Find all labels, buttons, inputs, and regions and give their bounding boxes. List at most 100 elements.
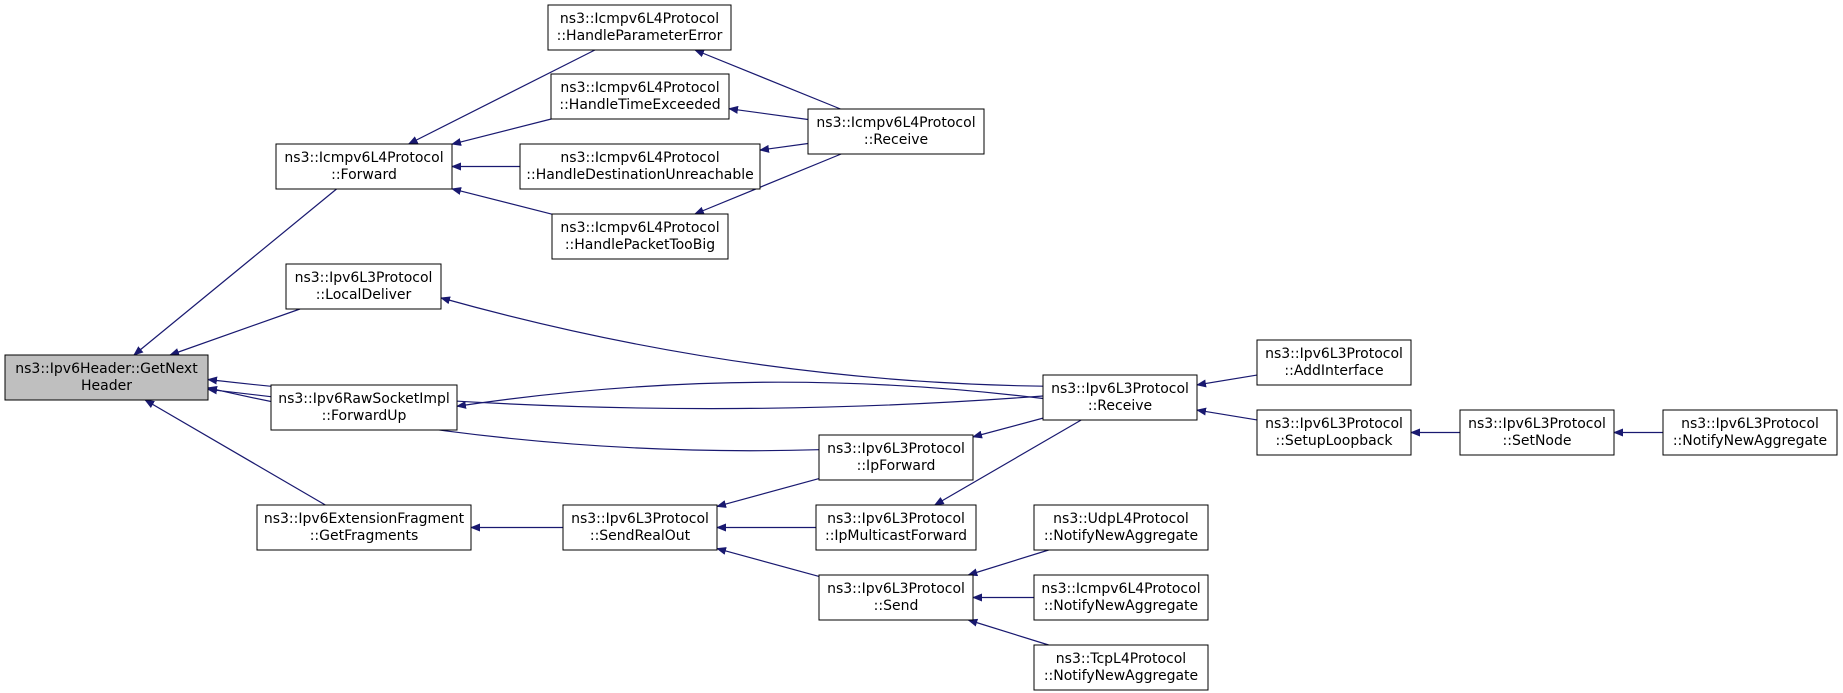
node-label-line: ns3::Icmpv6L4Protocol bbox=[560, 220, 719, 236]
node-destunreach[interactable]: ns3::Icmpv6L4Protocol::HandleDestination… bbox=[519, 143, 761, 190]
node-localdeliver[interactable]: ns3::Ipv6L3Protocol::LocalDeliver bbox=[285, 263, 442, 310]
edge-icmp_receive-to-timeexceeded bbox=[728, 105, 809, 121]
node-box bbox=[818, 434, 974, 481]
edge-ipv6_receive-to-localdeliver bbox=[440, 296, 1044, 387]
node-label-line: ns3::TcpL4Protocol bbox=[1056, 651, 1186, 667]
edge-icmp_receive-to-destunreach bbox=[759, 142, 809, 153]
node-label-line: ::ForwardUp bbox=[322, 408, 407, 424]
node-notify_icmp[interactable]: ns3::Icmpv6L4Protocol::NotifyNewAggregat… bbox=[1033, 574, 1209, 621]
node-label-line: ::SendRealOut bbox=[590, 528, 691, 544]
node-box bbox=[807, 108, 985, 155]
node-sendrealout[interactable]: ns3::Ipv6L3Protocol::SendRealOut bbox=[562, 504, 718, 551]
node-label-line: ::Receive bbox=[864, 132, 928, 148]
node-box bbox=[1256, 339, 1412, 386]
node-box bbox=[551, 213, 729, 260]
node-label-line: ::IpMulticastForward bbox=[825, 528, 967, 544]
node-box bbox=[1662, 409, 1838, 456]
edge-icmp_receive-to-paramerror bbox=[694, 49, 841, 110]
node-label-line: ::NotifyNewAggregate bbox=[1044, 528, 1198, 544]
node-label-line: ns3::Ipv6L3Protocol bbox=[827, 511, 965, 527]
node-getfragments[interactable]: ns3::Ipv6ExtensionFragment::GetFragments bbox=[256, 504, 472, 551]
node-label-line: ::GetFragments bbox=[310, 528, 419, 544]
node-label-line: ::HandleParameterError bbox=[557, 28, 723, 44]
node-label-line: ::Forward bbox=[331, 167, 397, 183]
node-notify_tcp[interactable]: ns3::TcpL4Protocol::NotifyNewAggregate bbox=[1033, 644, 1209, 691]
node-label-line: ::AddInterface bbox=[1284, 363, 1383, 379]
node-label-line: ns3::Ipv6L3Protocol bbox=[1265, 416, 1403, 432]
node-rawforwardup[interactable]: ns3::Ipv6RawSocketImpl::ForwardUp bbox=[270, 384, 458, 431]
node-setnode[interactable]: ns3::Ipv6L3Protocol::SetNode bbox=[1459, 409, 1615, 456]
node-setuploopback[interactable]: ns3::Ipv6L3Protocol::SetupLoopback bbox=[1256, 409, 1412, 456]
node-label-line: ns3::Icmpv6L4Protocol bbox=[560, 80, 719, 96]
node-label-line: ns3::Ipv6L3Protocol bbox=[1468, 416, 1606, 432]
node-label-line: ::HandleTimeExceeded bbox=[559, 97, 720, 113]
node-box bbox=[1042, 374, 1198, 421]
node-label-line: ::HandlePacketTooBig bbox=[565, 237, 715, 253]
node-notify_udp[interactable]: ns3::UdpL4Protocol::NotifyNewAggregate bbox=[1033, 504, 1209, 551]
nodes-layer: ns3::Ipv6Header::GetNextHeaderns3::Icmpv… bbox=[4, 4, 1838, 691]
node-label-line: ns3::Ipv6L3Protocol bbox=[1265, 346, 1403, 362]
node-label-line: ns3::Ipv6Header::GetNext bbox=[15, 361, 198, 377]
node-box bbox=[270, 384, 458, 431]
node-ipv6_receive[interactable]: ns3::Ipv6L3Protocol::Receive bbox=[1042, 374, 1198, 421]
edge-timeexceeded-to-icmp_forward bbox=[451, 118, 552, 146]
node-box bbox=[815, 504, 977, 551]
edge-pkttoobig-to-icmp_forward bbox=[451, 187, 553, 215]
edge-addinterface-to-ipv6_receive bbox=[1196, 374, 1258, 388]
node-box bbox=[547, 4, 732, 51]
node-label-line: ::Receive bbox=[1088, 398, 1152, 414]
node-label-line: ns3::Ipv6L3Protocol bbox=[571, 511, 709, 527]
node-ipmcforward[interactable]: ns3::Ipv6L3Protocol::IpMulticastForward bbox=[815, 504, 977, 551]
node-label-line: ::NotifyNewAggregate bbox=[1673, 433, 1827, 449]
node-label-line: ns3::Ipv6L3Protocol bbox=[295, 270, 433, 286]
node-icmp_receive[interactable]: ns3::Icmpv6L4Protocol::Receive bbox=[807, 108, 985, 155]
node-label-line: ns3::Ipv6ExtensionFragment bbox=[264, 511, 465, 527]
node-timeexceeded[interactable]: ns3::Icmpv6L4Protocol::HandleTimeExceede… bbox=[550, 73, 730, 120]
node-icmp_forward[interactable]: ns3::Icmpv6L4Protocol::Forward bbox=[275, 143, 453, 190]
node-box bbox=[562, 504, 718, 551]
edge-ipv6_receive-to-ipforward bbox=[972, 417, 1044, 439]
node-label-line: ::LocalDeliver bbox=[316, 287, 412, 303]
edge-ipforward-to-sendrealout bbox=[716, 477, 820, 508]
node-label-line: ::HandleDestinationUnreachable bbox=[526, 167, 753, 183]
edge-send-to-sendrealout bbox=[716, 547, 820, 578]
node-box bbox=[519, 143, 761, 190]
edge-ipv6_receive-to-rawforwardup bbox=[456, 381, 1044, 409]
node-box bbox=[1256, 409, 1412, 456]
node-box bbox=[275, 143, 453, 190]
node-label-line: ns3::Ipv6RawSocketImpl bbox=[278, 391, 450, 407]
node-label-line: ::IpForward bbox=[857, 458, 936, 474]
node-box bbox=[1033, 644, 1209, 691]
node-label-line: ns3::Icmpv6L4Protocol bbox=[816, 115, 975, 131]
node-label-line: ns3::Ipv6L3Protocol bbox=[1051, 381, 1189, 397]
node-paramerror[interactable]: ns3::Icmpv6L4Protocol::HandleParameterEr… bbox=[547, 4, 732, 51]
edge-ipv6_receive-to-ipmcforward bbox=[933, 419, 1082, 506]
edge-localdeliver-to-getnext bbox=[169, 308, 301, 356]
node-send[interactable]: ns3::Ipv6L3Protocol::Send bbox=[818, 574, 974, 621]
node-ipforward[interactable]: ns3::Ipv6L3Protocol::IpForward bbox=[818, 434, 974, 481]
node-box bbox=[4, 354, 209, 401]
node-addinterface[interactable]: ns3::Ipv6L3Protocol::AddInterface bbox=[1256, 339, 1412, 386]
node-pkttoobig[interactable]: ns3::Icmpv6L4Protocol::HandlePacketTooBi… bbox=[551, 213, 729, 260]
node-box bbox=[285, 263, 442, 310]
node-label-line: ::SetupLoopback bbox=[1275, 433, 1393, 449]
edge-notify_udp-to-send bbox=[967, 549, 1049, 577]
node-notify_ipv6[interactable]: ns3::Ipv6L3Protocol::NotifyNewAggregate bbox=[1662, 409, 1838, 456]
node-label-line: ::SetNode bbox=[1503, 433, 1572, 449]
node-label-line: ns3::Icmpv6L4Protocol bbox=[1041, 581, 1200, 597]
node-label-line: ::NotifyNewAggregate bbox=[1044, 598, 1198, 614]
edge-setuploopback-to-ipv6_receive bbox=[1196, 407, 1258, 421]
edge-notify_tcp-to-send bbox=[967, 618, 1049, 646]
edge-getfragments-to-getnext bbox=[144, 399, 326, 506]
node-label-line: ns3::Icmpv6L4Protocol bbox=[560, 150, 719, 166]
edge-icmp_receive-to-pkttoobig bbox=[693, 153, 842, 215]
node-label-line: ns3::Icmpv6L4Protocol bbox=[284, 150, 443, 166]
node-label-line: ns3::Ipv6L3Protocol bbox=[827, 441, 965, 457]
node-box bbox=[1459, 409, 1615, 456]
edge-paramerror-to-icmp_forward bbox=[407, 49, 596, 145]
node-label-line: ns3::Icmpv6L4Protocol bbox=[560, 11, 719, 27]
edge-icmp_forward-to-getnext bbox=[133, 188, 337, 356]
node-box bbox=[818, 574, 974, 621]
node-label-line: ns3::Ipv6L3Protocol bbox=[827, 581, 965, 597]
